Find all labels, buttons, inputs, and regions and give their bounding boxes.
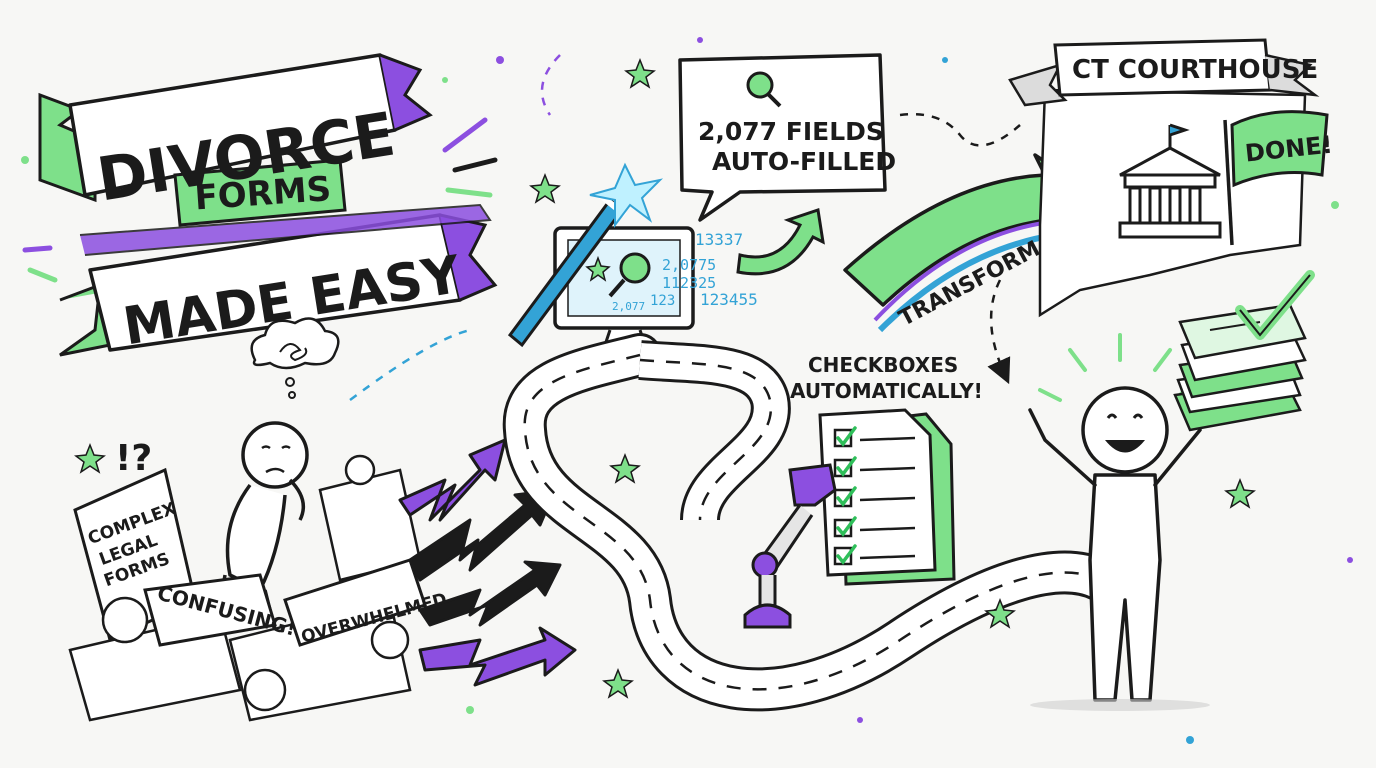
title-line-2: FORMS [193,169,332,218]
completed-stack [1173,270,1315,432]
svg-text:13337: 13337 [695,230,743,249]
svg-text:112325: 112325 [662,274,716,292]
speech-bubble [678,53,887,222]
screen-numbers: 2,077 [612,300,645,313]
courthouse-icon [1118,123,1222,239]
winding-road [502,333,1122,712]
title-ribbon-2 [173,158,347,227]
sparkle-icon [589,162,664,228]
fields-bubble: 2,077 FIELDS AUTO-FILLED [678,53,896,222]
svg-text:123455: 123455 [700,290,758,309]
thought-cloud-icon [250,317,340,370]
number-stream: 13337 2,0775 112325 123 123455 [650,230,758,309]
svg-text:123: 123 [650,293,675,309]
courthouse-label: CT COURTHOUSE [1072,55,1318,85]
checklist-lines [859,436,916,560]
magnifier-icon [619,252,651,284]
overwhelmed-banner [283,558,427,647]
courthouse-scene: CT COURTHOUSE DONE! [1008,38,1334,318]
decor-stars [74,57,1256,699]
title-ribbons: DIVORCE FORMS MADE EASY [22,53,498,358]
dashed-paths [349,54,1021,402]
done-flag-icon [1230,110,1329,188]
svg-text:2,0775: 2,0775 [662,256,716,274]
zigzag-arrows [398,438,577,687]
magnifier-icon-small [746,71,774,99]
emphasis-strokes [22,117,498,283]
confusing-banner [143,573,277,647]
checkboxes-line-1: CHECKBOXES [808,353,958,377]
decor-dots [21,37,1353,744]
checklist-scene: CHECKBOXES AUTOMATICALLY! [743,353,983,629]
bubble-line-2: AUTO-FILLED [712,147,896,176]
computer-scene: 2,077 13337 2,0775 112325 123 123455 [507,162,825,352]
checkboxes-line-2: AUTOMATICALLY! [790,379,983,403]
checklist-boxes [833,428,853,566]
happy-figure [1028,333,1210,711]
stress-scene: !? COMPLEX LEGAL FORMS CONFUSING! [68,317,449,722]
checkmark-icons [836,426,857,565]
bubble-line-1: 2,077 FIELDS [698,117,884,146]
exclaim-text: !? [115,438,152,479]
green-arrow-icon [736,208,825,276]
robot-arm-icon [743,463,837,629]
